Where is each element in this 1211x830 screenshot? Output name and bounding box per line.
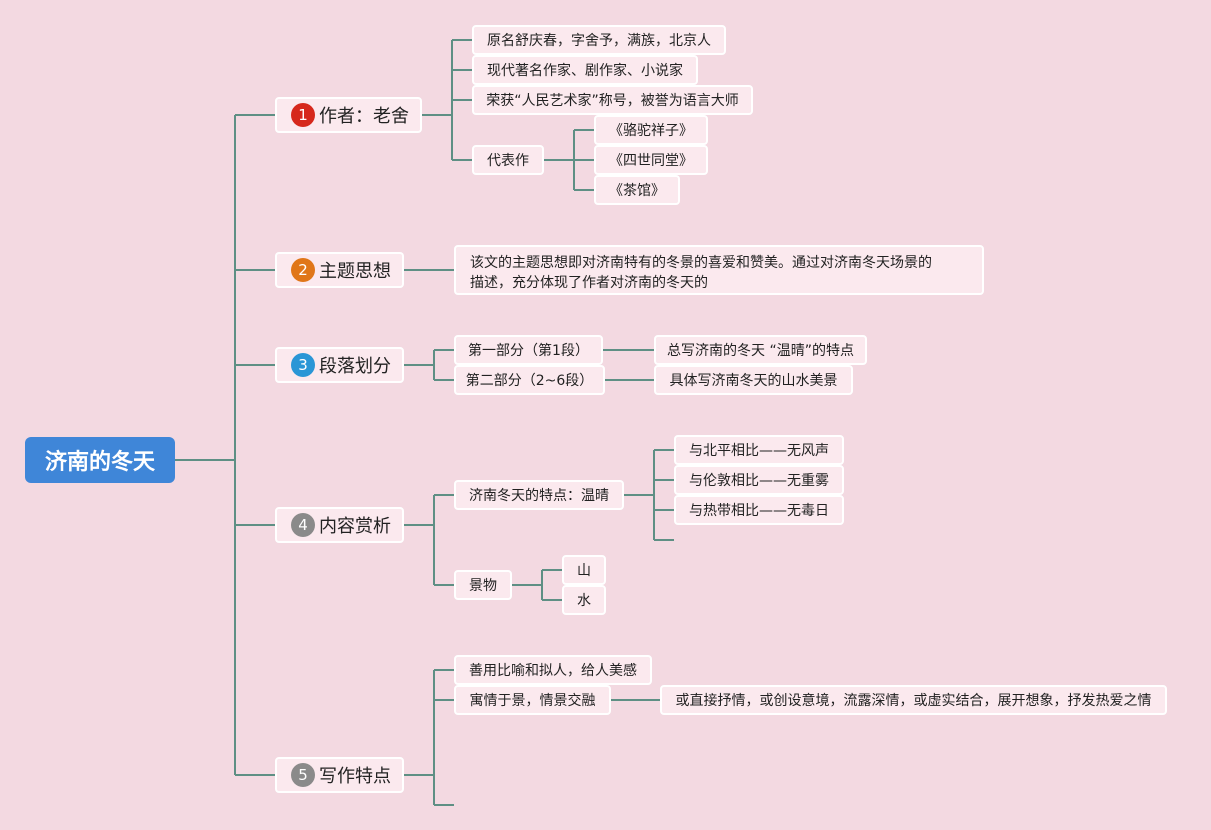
part-2[interactable]: 第二部分（2~6段） xyxy=(454,365,605,395)
branch-theme-label: 主题思想 xyxy=(319,261,391,282)
branch-writing-label: 写作特点 xyxy=(319,766,391,787)
number-badge-2: 2 xyxy=(291,258,315,282)
branch-appreciation-label: 内容赏析 xyxy=(319,516,391,537)
connector-works xyxy=(544,129,594,191)
scenery-mountain[interactable]: 山 xyxy=(562,555,606,585)
work-item-2[interactable]: 《四世同堂》 xyxy=(594,145,708,175)
feature-item-3[interactable]: 与热带相比——无毒日 xyxy=(674,495,844,525)
branch-author[interactable]: 1 作者：老舍 xyxy=(275,97,422,133)
writing-item-1[interactable]: 善用比喻和拟人，给人美感 xyxy=(454,655,652,685)
branch-paragraphs-label: 段落划分 xyxy=(319,356,391,377)
feature-node[interactable]: 济南冬天的特点：温晴 xyxy=(454,480,624,510)
connector-b4 xyxy=(404,494,454,586)
branch-writing[interactable]: 5 写作特点 xyxy=(275,757,404,793)
branch-theme[interactable]: 2 主题思想 xyxy=(275,252,404,288)
branch-author-label: 作者：老舍 xyxy=(319,106,409,127)
number-badge-3: 3 xyxy=(291,353,315,377)
branch-appreciation[interactable]: 4 内容赏析 xyxy=(275,507,404,543)
part-1[interactable]: 第一部分（第1段） xyxy=(454,335,603,365)
feature-item-1[interactable]: 与北平相比——无风声 xyxy=(674,435,844,465)
number-badge-4: 4 xyxy=(291,513,315,537)
scenery-node[interactable]: 景物 xyxy=(454,570,512,600)
connector-b5 xyxy=(404,669,454,806)
root-node[interactable]: 济南的冬天 xyxy=(25,437,175,483)
connector-feature xyxy=(624,449,674,541)
branch-paragraphs[interactable]: 3 段落划分 xyxy=(275,347,404,383)
part-2-desc[interactable]: 具体写济南冬天的山水美景 xyxy=(654,365,853,395)
work-item-3[interactable]: 《茶馆》 xyxy=(594,175,680,205)
connector-b3-desc xyxy=(603,349,654,381)
part-1-desc[interactable]: 总写济南的冬天 “温晴”的特点 xyxy=(654,335,867,365)
author-item-2[interactable]: 现代著名作家、剧作家、小说家 xyxy=(472,55,698,85)
writing-item-2[interactable]: 寓情于景，情景交融 xyxy=(454,685,611,715)
connector-scenery xyxy=(512,569,562,601)
feature-item-2[interactable]: 与伦敦相比——无重雾 xyxy=(674,465,844,495)
connector-b1 xyxy=(422,39,472,161)
writing-detail[interactable]: 或直接抒情，或创设意境，流露深情，或虚实结合，展开想象，抒发热爱之情 xyxy=(660,685,1167,715)
number-badge-5: 5 xyxy=(291,763,315,787)
connector-b3 xyxy=(404,349,454,381)
works-node[interactable]: 代表作 xyxy=(472,145,544,175)
number-badge-1: 1 xyxy=(291,103,315,127)
author-item-3[interactable]: 荣获“人民艺术家”称号，被誉为语言大师 xyxy=(472,85,753,115)
work-item-1[interactable]: 《骆驼祥子》 xyxy=(594,115,708,145)
scenery-water[interactable]: 水 xyxy=(562,585,606,615)
theme-text[interactable]: 该文的主题思想即对济南特有的冬景的喜爱和赞美。通过对济南冬天场景的描述，充分体现… xyxy=(454,245,984,295)
author-item-1[interactable]: 原名舒庆春，字舍予，满族，北京人 xyxy=(472,25,726,55)
